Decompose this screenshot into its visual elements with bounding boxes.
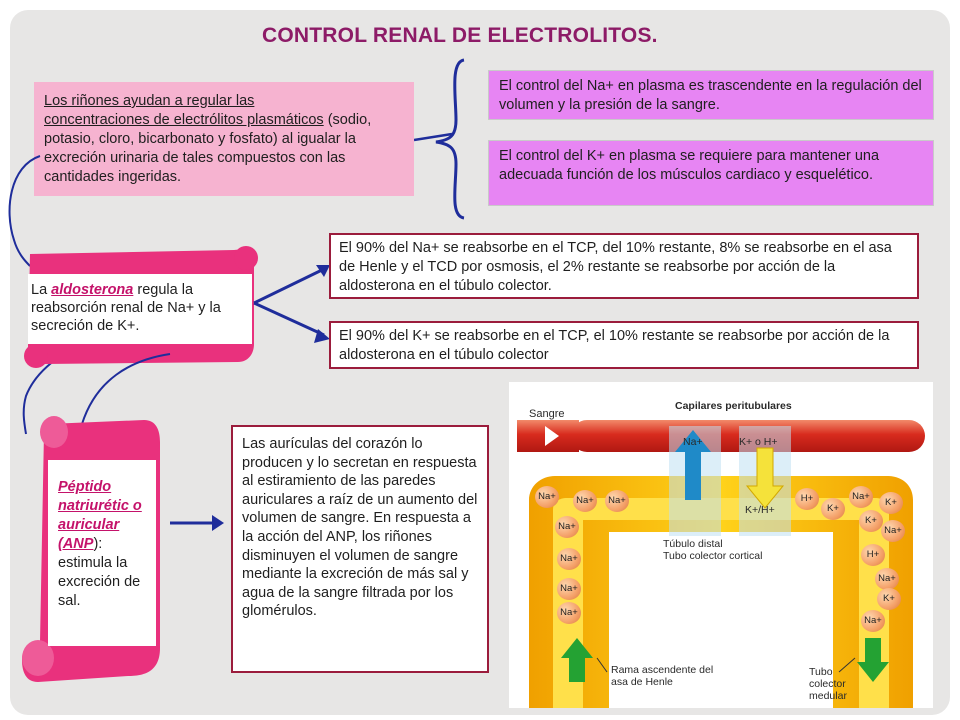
aldosterone-scroll: La aldosterona regula la reabsorción ren…	[24, 240, 264, 375]
tubule-diagram: Capilares peritubulares Sangre Na+ K+ o …	[509, 382, 933, 708]
scroll-shape	[22, 416, 160, 682]
h-ion: H+	[795, 488, 819, 510]
anp-scroll: Péptido natriurétic o auricular (ANP): e…	[18, 402, 168, 707]
na-ion: Na+	[557, 602, 581, 624]
blood-label: Sangre	[529, 408, 565, 420]
tubule-illustration	[517, 420, 925, 708]
k-ion: K+	[877, 588, 901, 610]
intro-box: Los riñones ayudan a regular las concent…	[34, 82, 414, 196]
anp-text: Péptido natriurétic o auricular (ANP): e…	[58, 479, 142, 609]
k-ion: K+	[821, 498, 845, 520]
k-or-h-label: K+ o H+	[739, 436, 778, 448]
k-ion: K+	[859, 510, 883, 532]
aldosterone-arrows	[253, 265, 330, 343]
na-ion: Na+	[861, 610, 885, 632]
k-h-label: K+/H+	[745, 504, 775, 516]
na-ion: Na+	[557, 578, 581, 600]
na-ion: Na+	[555, 516, 579, 538]
distal-label-1: Túbulo distal	[663, 538, 723, 550]
na-ion: Na+	[881, 520, 905, 542]
connector-line	[414, 132, 453, 142]
distal-label-2: Tubo colector cortical	[663, 550, 763, 562]
na-ion: Na+	[557, 548, 581, 570]
k-reabsorption-box: El 90% del K+ se reabsorbe en el TCP, el…	[329, 321, 919, 369]
na-ion: Na+	[849, 486, 873, 508]
na-plasma-box: El control del Na+ en plasma es trascend…	[488, 70, 934, 120]
intro-underlined-1: Los riñones ayudan a regular las	[44, 93, 255, 109]
k-plasma-box: El control del K+ en plasma se requiere …	[488, 140, 934, 206]
aldosterone-keyword: aldosterona	[51, 282, 134, 298]
na-ion: Na+	[535, 486, 559, 508]
henle-label-1: Rama ascendente del	[611, 664, 714, 676]
intro-text: (sodio, potasio, cloro, bicarbonato y fo…	[44, 112, 372, 185]
na-ion: Na+	[875, 568, 899, 590]
henle-label-2: asa de Henle	[611, 676, 673, 688]
collector-label-1: Tubo	[809, 666, 833, 678]
anp-description-box: Las aurículas del corazón lo producen y …	[231, 425, 489, 673]
collector-label-3: medular	[809, 690, 847, 702]
k-ion: K+	[879, 492, 903, 514]
na-ion: Na+	[573, 490, 597, 512]
anp-arrow	[170, 515, 224, 531]
aldosterone-text: La aldosterona regula la reabsorción ren…	[31, 282, 221, 334]
na-channel-label: Na+	[683, 436, 703, 448]
h-ion: H+	[861, 544, 885, 566]
capillaries-label: Capilares peritubulares	[675, 400, 792, 412]
collector-label-2: colector	[809, 678, 846, 690]
scroll-shape	[24, 246, 258, 368]
connector-curve	[81, 353, 171, 425]
na-reabsorption-box: El 90% del Na+ se reabsorbe en el TCP, d…	[329, 233, 919, 299]
curly-brace-icon	[435, 58, 465, 220]
intro-underlined-2: concentraciones de electrólitos plasmáti…	[44, 112, 324, 128]
page-title: CONTROL RENAL DE ELECTROLITOS.	[262, 24, 658, 47]
na-ion: Na+	[605, 490, 629, 512]
anp-keyword: Péptido natriurétic o auricular (ANP	[58, 479, 142, 552]
